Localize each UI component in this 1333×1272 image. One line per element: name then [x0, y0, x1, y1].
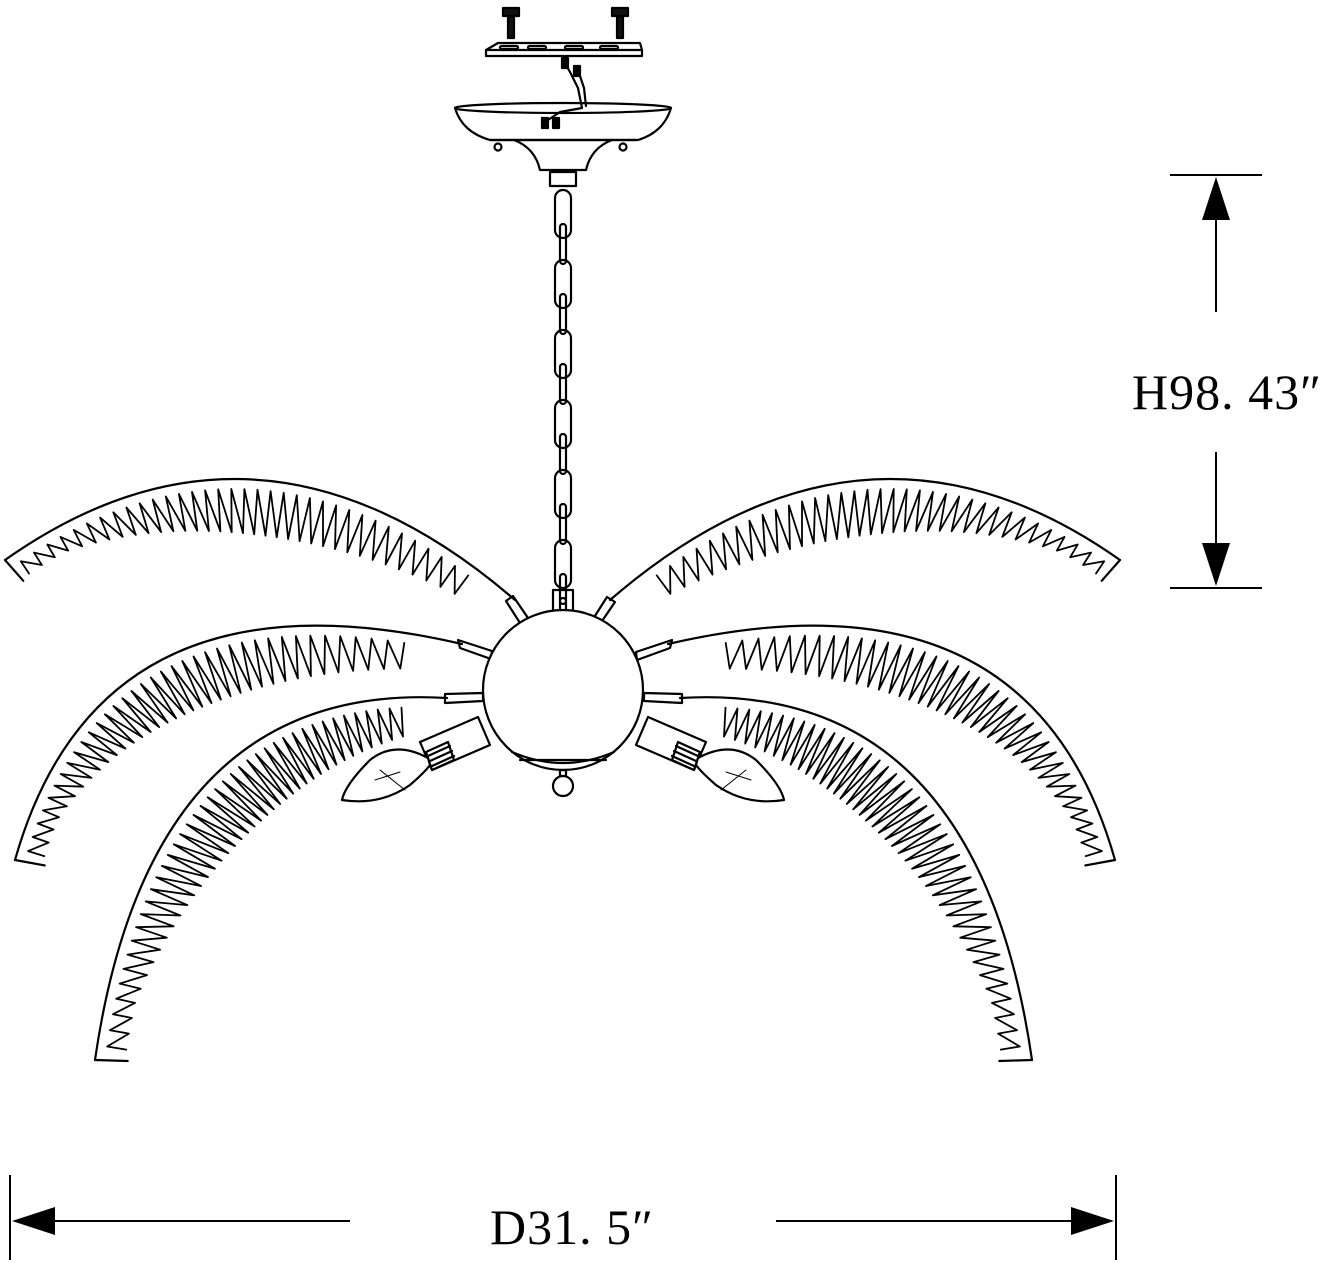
width-dimension-label: D31. 5″	[490, 1199, 654, 1255]
chain-link	[553, 538, 573, 590]
leaf-tip	[93, 1058, 129, 1063]
chain-link	[553, 258, 573, 310]
leaf-tip	[1084, 858, 1117, 867]
leaf-outer-edge	[608, 477, 1122, 602]
palm-leaves	[3, 477, 1122, 1063]
leaf-tip	[998, 1058, 1034, 1063]
leaf-outer-edge	[3, 477, 517, 602]
chain-link	[558, 572, 568, 616]
leaf-fronds	[723, 706, 1021, 1051]
mounting-bracket	[484, 41, 644, 58]
bulb-right	[634, 715, 786, 803]
chain-link	[558, 222, 568, 266]
chain-link	[558, 432, 568, 476]
leaf-fronds	[724, 634, 1103, 857]
bulb-left	[340, 715, 492, 803]
leaf-outer-edge	[678, 696, 1034, 1062]
leaf-tip	[3, 558, 25, 582]
leaf-fronds	[19, 488, 470, 595]
chain-link	[553, 468, 573, 520]
chain-link	[553, 398, 573, 450]
leaf-fronds	[27, 634, 406, 857]
center-ball	[481, 608, 645, 798]
chain-link	[558, 292, 568, 336]
leaf-fronds	[106, 706, 404, 1051]
leaf-tip	[1100, 558, 1122, 582]
leaf-outer-edge	[93, 696, 449, 1062]
leaf-tip	[13, 858, 46, 867]
leaf-outer-edge	[13, 624, 464, 862]
wires	[540, 56, 588, 130]
chain-link	[558, 502, 568, 546]
chain	[553, 188, 573, 616]
height-dimension	[1170, 174, 1262, 589]
mounting-screws	[501, 6, 630, 40]
leaf-fronds	[655, 488, 1106, 595]
chain-link	[558, 362, 568, 406]
chain-link	[553, 328, 573, 380]
chain-link	[553, 188, 573, 240]
height-dimension-label: H98. 43″	[1132, 364, 1322, 420]
width-dimension	[9, 1175, 1117, 1260]
leaf-outer-edge	[666, 624, 1117, 862]
chain-connector	[551, 588, 575, 614]
ceiling-canopy	[453, 101, 673, 188]
